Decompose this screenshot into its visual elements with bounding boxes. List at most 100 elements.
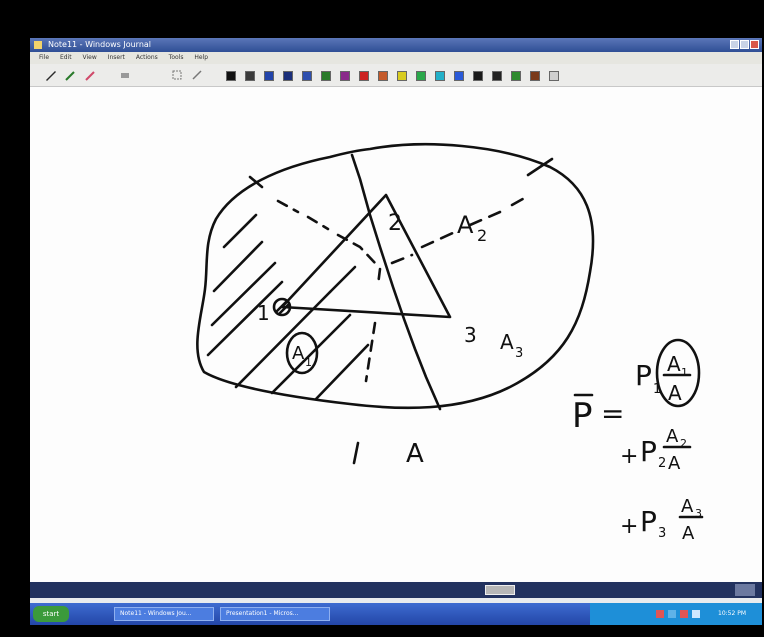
triangle-element [280,193,452,319]
hatch-line-8 [328,265,357,294]
taskbar-item-journal[interactable]: Note11 - Windows Jou... [114,607,214,621]
clock: 10:52 PM [718,610,746,617]
eq-term2-p-sub: 2 [658,456,666,471]
hatch-line-7 [314,343,370,401]
color-swatch[interactable] [283,71,293,81]
eq-term1-num: A [667,352,681,376]
color-swatch[interactable] [454,71,464,81]
eq-term3-num-sub: 3 [695,507,702,520]
menu-edit[interactable]: Edit [59,54,72,61]
color-swatch[interactable] [378,71,388,81]
taskbar-item-presentation[interactable]: Presentation1 - Micros... [220,607,330,621]
pen-toolbar [30,64,762,87]
hatch-line-4 [222,213,258,249]
network-icon[interactable] [656,610,664,618]
eq-term2-num-sub: 2 [680,437,687,450]
horizontal-scrollbar[interactable] [30,582,762,598]
line-icon[interactable] [190,69,204,81]
eq-term1-num-sub: 1 [681,366,688,379]
node-1-circle [272,297,292,317]
eq-term1-p-sub: 1 [653,382,661,397]
menu-bar: File Edit View Insert Actions Tools Help [30,52,762,64]
hatch-line-1 [206,280,284,357]
color-swatch[interactable] [340,71,350,81]
label-node-1: 1 [257,301,270,325]
title-bar: Note11 - Windows Journal [30,38,762,52]
eq-term3-p-sub: 3 [658,526,666,541]
label-a2: A [457,211,474,239]
dashed-line-b [390,193,532,265]
dashed-line-c [364,321,377,383]
pen-icon[interactable] [44,69,58,81]
eraser-icon[interactable] [118,69,132,81]
interface-curve [350,153,442,411]
selection-icon[interactable] [170,69,184,81]
menu-file[interactable]: File [39,54,50,61]
desktop-screen: Note11 - Windows Journal File Edit View … [30,38,762,625]
eq-plus-2: + [620,444,638,469]
color-swatch[interactable] [359,71,369,81]
maximize-button[interactable] [740,40,749,49]
close-button[interactable] [750,40,759,49]
eq-term2-p: P [640,435,657,468]
color-swatch[interactable] [492,71,502,81]
app-icon [34,41,42,49]
term1-circle [655,338,701,408]
label-total-area: A [406,439,424,469]
color-swatch[interactable] [302,71,312,81]
label-a1: A [292,343,305,364]
eq-term1-den: A [668,381,682,405]
color-swatch[interactable] [226,71,236,81]
menu-insert[interactable]: Insert [107,54,125,61]
tick-top-right [526,157,554,177]
hatch-line-3 [212,240,264,293]
menu-tools[interactable]: Tools [168,54,184,61]
color-swatch[interactable] [435,71,445,81]
label-node-3: 3 [464,323,477,347]
short-tick-bottom [352,441,360,465]
eq-term1-p: P [635,359,652,392]
window-title: Note11 - Windows Journal [48,40,152,49]
eq-term2-num: A [666,426,679,447]
tablet-icon[interactable] [692,610,700,618]
a1-circle [285,331,319,375]
outer-boundary-curve [196,143,595,410]
color-swatch[interactable] [530,71,540,81]
scrollbar-thumb[interactable] [485,585,515,595]
start-button[interactable]: start [33,606,69,622]
scroll-right-button[interactable] [735,584,755,596]
label-a3-sub: 3 [515,346,523,361]
minimize-button[interactable] [730,40,739,49]
label-a2-sub: 2 [477,226,487,245]
hatch-line-2 [210,261,277,327]
handwriting-layer: 2 1 3 A 2 A 3 A 1 A P = P 1 A 1 A + P 2 … [196,143,704,544]
label-a1-sub: 1 [305,356,312,369]
color-swatch[interactable] [321,71,331,81]
menu-actions[interactable]: Actions [135,54,158,61]
volume-icon[interactable] [668,610,676,618]
system-tray: 10:52 PM [590,603,762,625]
color-swatch[interactable] [416,71,426,81]
eq-equals: = [601,397,624,430]
color-swatch[interactable] [264,71,274,81]
color-swatch[interactable] [549,71,559,81]
highlighter-icon[interactable] [84,69,98,81]
security-icon[interactable] [680,610,688,618]
color-swatch[interactable] [511,71,521,81]
node-1-hatch [275,299,291,316]
eq-term2-den: A [668,453,681,474]
menu-help[interactable]: Help [194,54,209,61]
hatch-line-5 [234,290,332,389]
color-swatch[interactable] [473,71,483,81]
pen-dropdown-icon[interactable] [64,69,78,81]
menu-view[interactable]: View [82,54,97,61]
journal-page[interactable]: 2 1 3 A 2 A 3 A 1 A P = P 1 A 1 A + P 2 … [30,87,762,582]
eq-plus-3: + [620,514,638,539]
tick-top-left [248,175,264,189]
label-a3: A [500,330,514,354]
eq-lhs-p: P [572,396,593,436]
color-swatch[interactable] [245,71,255,81]
hatch-line-6 [270,313,352,395]
taskbar: start Note11 - Windows Jou... Presentati… [30,603,762,625]
color-swatch[interactable] [397,71,407,81]
